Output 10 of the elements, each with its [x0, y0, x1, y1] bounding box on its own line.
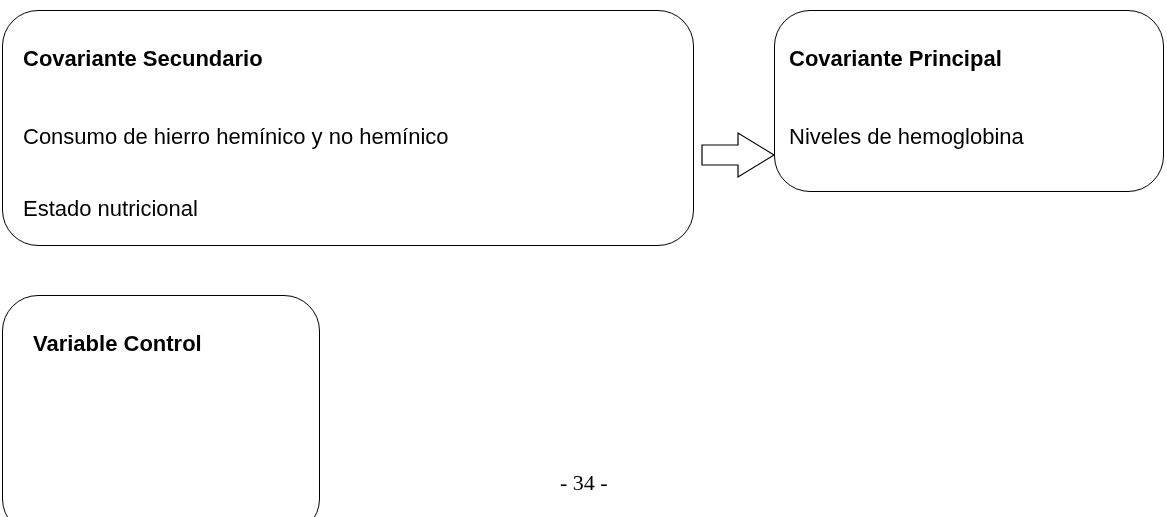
- block-arrow: [701, 131, 776, 179]
- box-heading: Covariante Secundario: [23, 48, 263, 70]
- box-text: Niveles de hemoglobina: [789, 126, 1024, 148]
- page-number: - 34 -: [560, 469, 608, 497]
- box-heading: Variable Control: [33, 333, 202, 355]
- box-heading: Covariante Principal: [789, 48, 1002, 70]
- rounded-box: [2, 10, 694, 246]
- rounded-box: [774, 10, 1164, 192]
- box-text: Estado nutricional: [23, 198, 198, 220]
- box-text: Consumo de hierro hemínico y no hemínico: [23, 126, 449, 148]
